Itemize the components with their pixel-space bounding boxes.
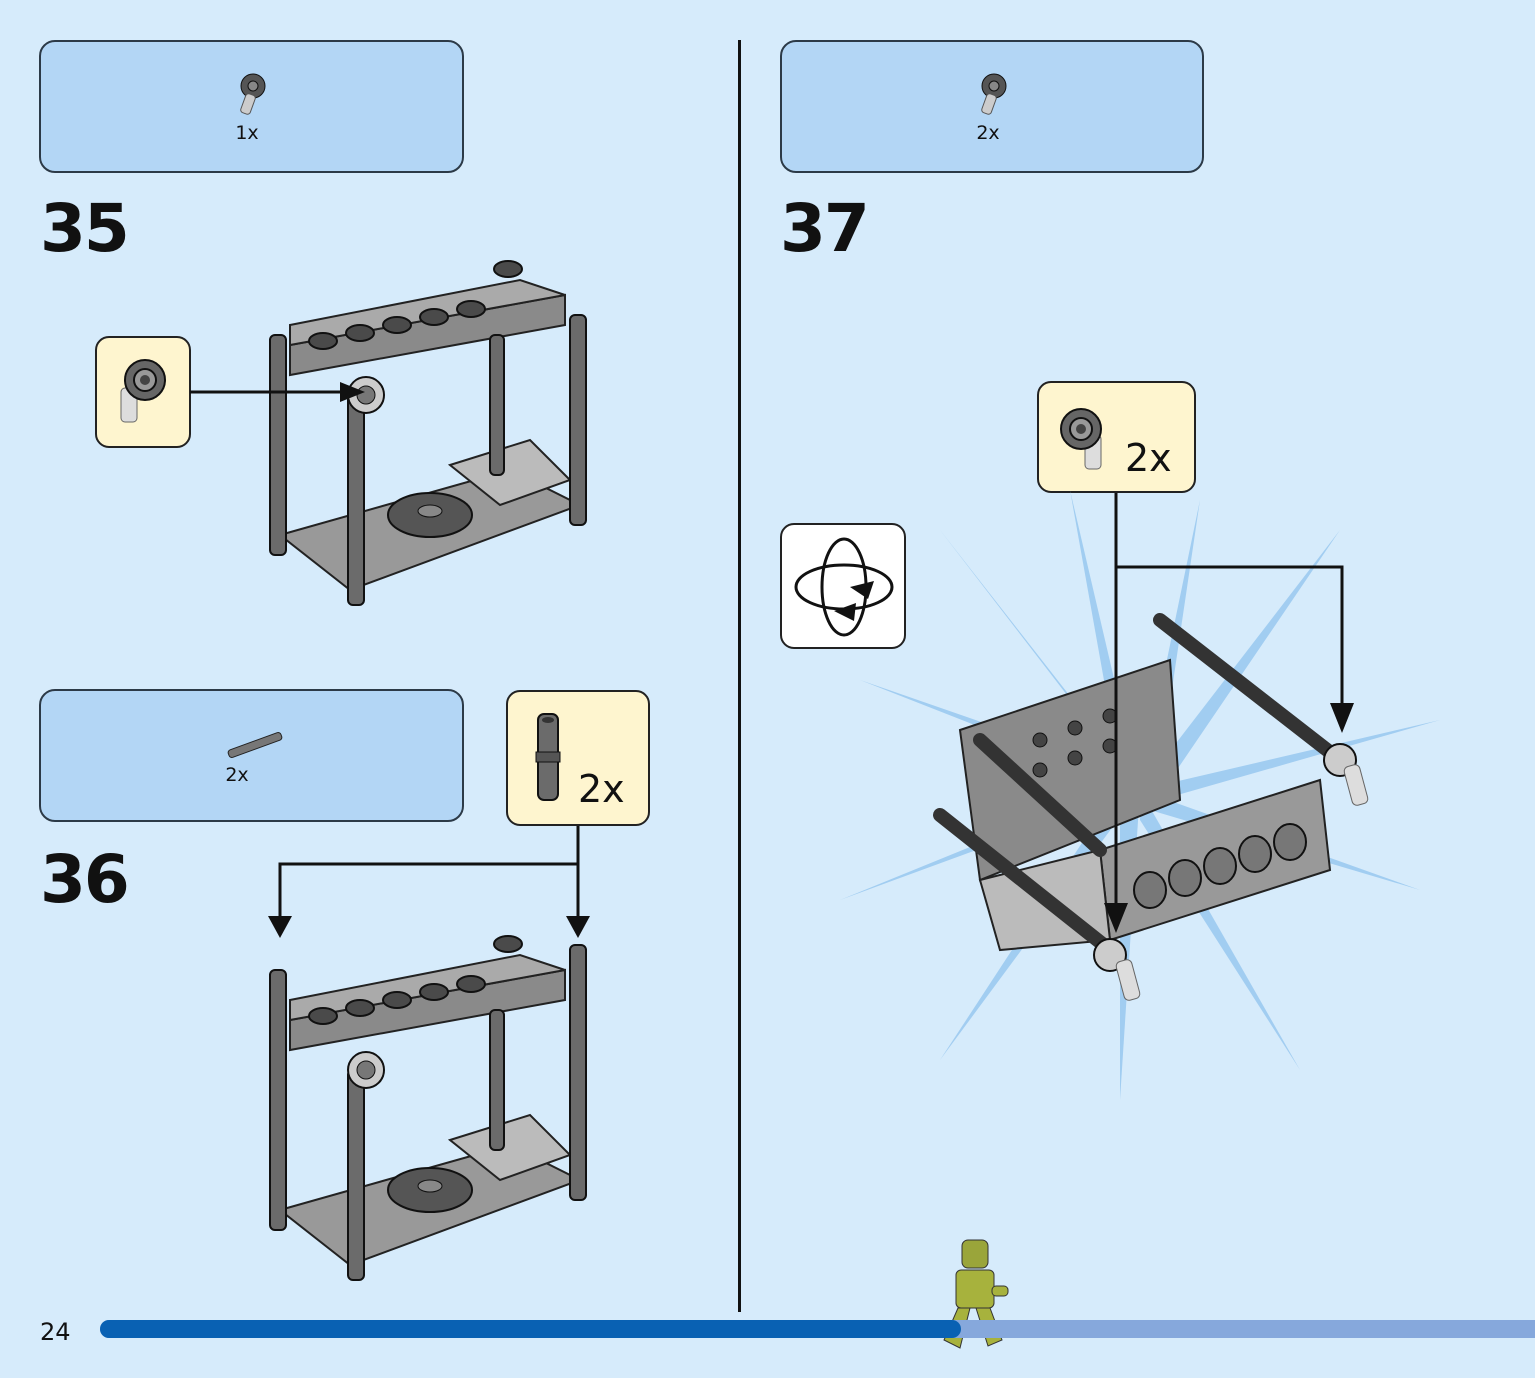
hinge-connector-icon: [981, 73, 1007, 115]
model-step-36: [269, 935, 587, 1281]
rotate-model-indicator: [780, 523, 906, 649]
parts-qty-37: 2x: [976, 122, 1000, 144]
axle-pin-icon: [227, 732, 283, 758]
hinge-connector-icon: [120, 359, 166, 423]
page-number: 24: [40, 1318, 71, 1346]
column-divider: [738, 40, 741, 1312]
parts-list-step-36: 2x: [39, 689, 464, 822]
model-step-35: [269, 260, 587, 606]
step-number-35: 35: [40, 190, 130, 267]
step-number-36: 36: [40, 841, 130, 918]
parts-qty-35: 1x: [235, 122, 259, 144]
parts-list-step-35: 1x: [39, 40, 464, 173]
callout-qty-36: 2x: [578, 767, 625, 811]
arrow-step-37: [1104, 493, 1354, 933]
hinge-connector-icon: [1060, 408, 1102, 470]
parts-qty-36: 2x: [225, 764, 249, 786]
model-step-37: [933, 613, 1369, 1001]
callout-step-37: 2x: [1037, 381, 1196, 493]
progress-done: [100, 1320, 961, 1338]
progress-bar: [100, 1320, 1535, 1338]
arrow-step-36: [268, 826, 590, 938]
arrow-step-35: [190, 382, 365, 402]
hinge-connector-icon: [240, 73, 266, 115]
callout-qty-37: 2x: [1125, 436, 1172, 480]
rotate-model-icon: [794, 537, 894, 637]
parts-list-step-37: 2x: [780, 40, 1204, 173]
callout-step-36: 2x: [506, 690, 650, 826]
callout-step-35: [95, 336, 191, 448]
step-number-37: 37: [780, 190, 870, 267]
axle-pin-icon: [535, 713, 561, 801]
